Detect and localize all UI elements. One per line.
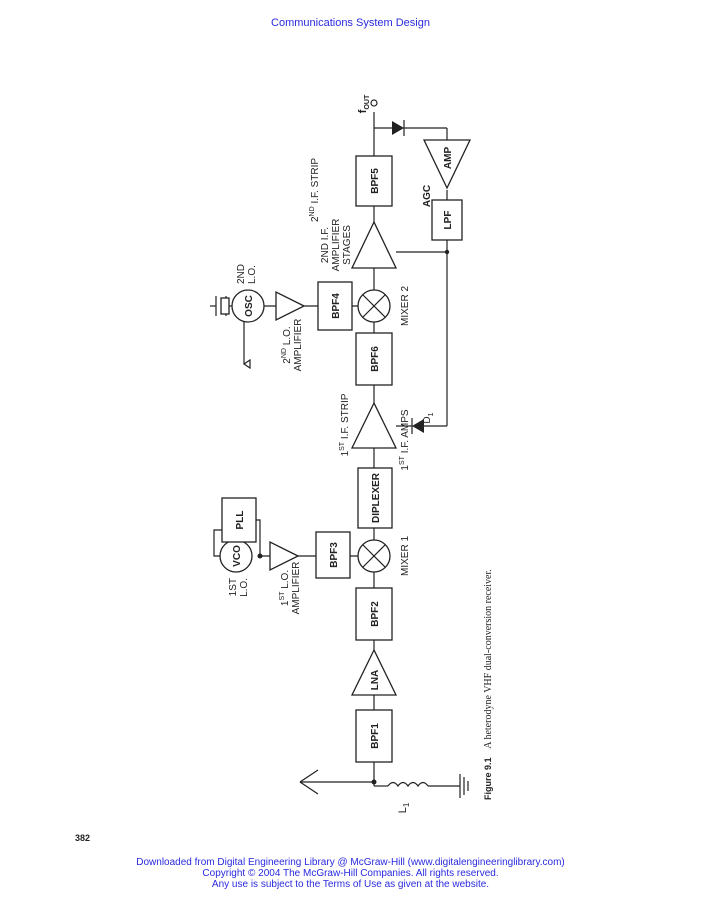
junction-dot [444,249,450,255]
first-lo-amplifier [269,540,300,572]
fout-label: fOUT [357,94,371,113]
bpf4-label: BPF4 [331,293,342,319]
diplexer-label: DIPLEXER [371,472,382,523]
lna-amplifier [350,648,398,696]
footer-line-2: Copyright © 2004 The McGraw-Hill Compani… [202,868,499,879]
bpf5-block [355,155,393,207]
diode-icon [392,120,405,136]
first-if-strip-label: 1ST I.F. STRIP [339,393,351,456]
footer-line-1: Downloaded from Digital Engineering Libr… [136,857,565,868]
mixer2-symbol [357,289,391,323]
bpf6-block [355,332,393,386]
pll-label: PLL [235,511,246,530]
second-if-strip-label: 2ND I.F. STRIP [309,158,321,222]
lna-label: LNA [370,670,381,691]
pll-block [221,497,257,543]
mixer1-label: MIXER 1 [400,536,411,576]
lpf-block [431,199,463,241]
crystal-icon [210,296,251,370]
osc-label: OSC [244,295,255,317]
second-lo-amp-label: 2ND L.O.AMPLIFIER [281,319,304,372]
pll-loop-line [256,519,261,556]
amp-label: AMP [443,147,454,170]
bpf2-block [355,587,393,641]
bpf1-label: BPF1 [370,723,381,749]
ground-icon [459,774,469,798]
bpf4-block [317,281,353,331]
bpf3-block [315,531,351,579]
diode-icon [411,418,424,434]
second-if-stages-label: 2ND I.F.AMPLIFIERSTAGES [320,219,353,272]
d1-label: D1 [422,412,435,423]
antenna-icon [299,769,374,795]
bpf5-label: BPF5 [370,168,381,194]
second-lo-label: 2NDL.O. [236,264,258,284]
footer: Downloaded from Digital Engineering Libr… [0,857,701,890]
first-lo-label: 1STL.O. [228,578,250,597]
first-if-amplifier [350,401,398,449]
vco-label: VCO [232,545,243,567]
mixer1-symbol [357,539,391,573]
first-if-amps-label: 1ST I.F. AMPS [399,409,411,471]
output-terminal [370,99,378,107]
bpf1-block [355,709,393,763]
figure-caption: Figure 9.1 A heterodyne VHF dual-convers… [483,569,494,800]
footer-line-3: Any use is subject to the Terms of Use a… [211,879,490,890]
second-lo-amplifier [275,290,306,322]
running-header: Communications System Design [271,17,430,29]
bpf6-label: BPF6 [370,346,381,372]
bpf2-label: BPF2 [370,601,381,627]
first-lo-amp-label: 1ST L.O.AMPLIFIER [279,562,302,615]
page-number: 382 [75,833,91,843]
mixer2-label: MIXER 2 [400,286,411,326]
diplexer-block [357,467,393,529]
second-if-amplifier [350,220,398,269]
agc-label: AGC [422,185,433,207]
lpf-label: LPF [443,211,454,230]
pll-loop-line [213,529,222,557]
inductor-icon [373,781,460,788]
bpf3-label: BPF3 [329,542,340,568]
inductor-label: L1 [397,802,411,813]
